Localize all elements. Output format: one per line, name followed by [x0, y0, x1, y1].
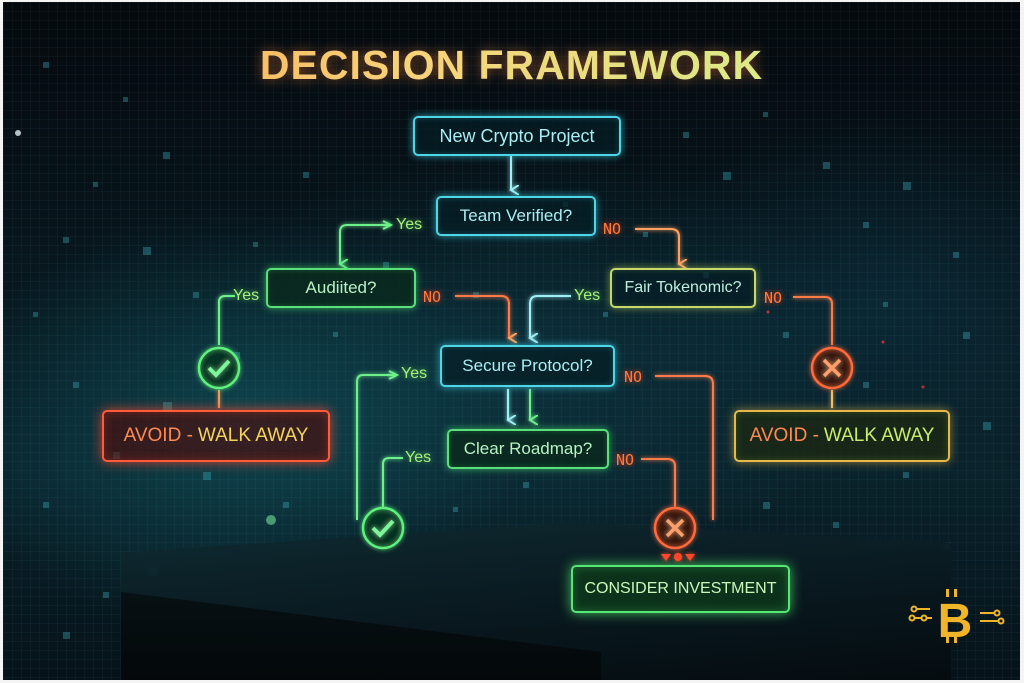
x-circle-icon	[810, 346, 854, 390]
secure-protocol-label: Secure Protocol?	[462, 356, 593, 375]
clear-roadmap-node: Clear Roadmap?	[447, 429, 609, 469]
team-verified-label: Team Verified?	[459, 206, 573, 225]
team-no-label: NO	[603, 220, 622, 238]
start-node-label: New Crypto Project	[439, 125, 595, 146]
status-icons	[197, 346, 854, 561]
avoid-right-part1: AVOID -	[749, 425, 819, 446]
tokenomic-yes-label: Yes	[574, 287, 601, 304]
avoid-left-part1: AVOID -	[123, 425, 193, 446]
page-title: DECISION FRAMEWORK	[3, 42, 1020, 89]
audited-label: Audiited?	[305, 278, 377, 297]
audited-yes-label: Yes	[233, 287, 260, 304]
team-verified-node: Team Verified?	[436, 196, 596, 236]
tokenomic-no-label: NO	[764, 289, 783, 307]
avoid-left-part2: WALK AWAY	[197, 425, 309, 446]
consider-investment-node: CONSIDER INVESTMENT	[571, 565, 790, 613]
connector-dots-icon	[661, 553, 695, 561]
roadmap-no-label: NO	[616, 451, 635, 469]
check-circle-icon	[197, 346, 241, 390]
avoid-walk-away-left: AVOID - WALK AWAY	[102, 410, 330, 462]
connector-lines	[218, 156, 833, 520]
clear-roadmap-label: Clear Roadmap?	[463, 439, 593, 458]
fair-tokenomic-label: Fair Tokenomic?	[624, 279, 742, 296]
bitcoin-icon: B	[908, 589, 1005, 647]
secure-yes-label: Yes	[401, 365, 428, 382]
secure-protocol-node: Secure Protocol?	[440, 345, 615, 387]
start-node: New Crypto Project	[413, 116, 621, 156]
audited-no-label: NO	[423, 288, 442, 306]
secure-no-label: NO	[624, 368, 643, 386]
avoid-right-part2: WALK AWAY	[823, 425, 935, 446]
team-yes-label: Yes	[396, 216, 423, 233]
check-circle-icon	[361, 506, 405, 550]
audited-node: Audiited?	[266, 268, 416, 308]
fair-tokenomic-node: Fair Tokenomic?	[610, 268, 756, 308]
x-circle-icon	[653, 506, 697, 550]
roadmap-yes-label: Yes	[405, 449, 432, 466]
diagram-canvas: DECISION FRAMEWORK	[3, 2, 1020, 680]
avoid-walk-away-right: AVOID - WALK AWAY	[734, 410, 950, 462]
consider-investment-label: CONSIDER INVESTMENT	[584, 580, 777, 597]
